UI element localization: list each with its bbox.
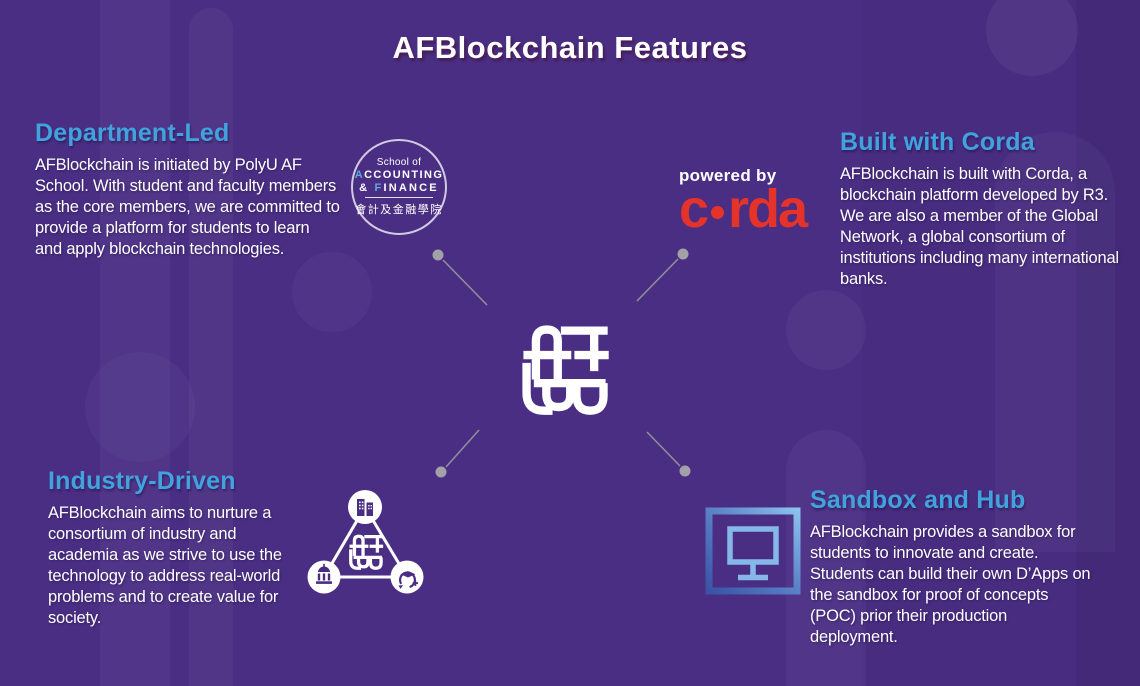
badge-ampersand: & — [359, 182, 375, 194]
badge-letters: CCOUNTING — [364, 169, 444, 181]
corda-letter-c: c — [679, 179, 709, 239]
connector-dot — [435, 466, 447, 478]
corda-dot-icon — [711, 206, 725, 219]
industry-network-diagram — [307, 490, 424, 594]
feature-body: AFBlockchain is built with Corda, a bloc… — [840, 165, 1119, 288]
badge-accent-letter: F — [374, 182, 384, 194]
connector-lines — [432, 248, 691, 478]
connector-dot — [679, 465, 691, 477]
feature-built-with-corda: Built with Corda AFBlockchain is built w… — [840, 128, 1119, 290]
buildings-icon — [357, 499, 373, 516]
af-school-badge: School of ACCOUNTING & FINANCE 會計及金融學院 — [351, 139, 447, 235]
feature-heading: Industry-Driven — [48, 467, 236, 495]
mini-monogram-icon — [347, 534, 385, 570]
feature-sandbox-and-hub: Sandbox and Hub AFBlockchain provides a … — [810, 486, 1091, 648]
sandbox-monitor-icon — [705, 507, 801, 595]
badge-line-accounting: ACCOUNTING — [355, 169, 444, 181]
badge-accent-letter: A — [354, 169, 365, 181]
feature-industry-driven: Industry-Driven AFBlockchain aims to nur… — [48, 467, 282, 629]
industry-node — [348, 490, 382, 524]
feature-heading: Department-Led — [35, 119, 230, 147]
feature-department-led: Department-Led AFBlockchain is initiated… — [35, 119, 340, 260]
feature-heading: Sandbox and Hub — [810, 486, 1026, 514]
badge-line-school-of: School of — [376, 157, 422, 168]
bank-icon — [316, 563, 332, 584]
bg-circle — [292, 252, 372, 332]
page-title: AFBlockchain Features — [392, 30, 748, 65]
feature-body: AFBlockchain provides a sandbox for stud… — [810, 523, 1091, 646]
bg-circle — [786, 290, 866, 370]
badge-line-finance: & FINANCE — [359, 182, 439, 194]
badge-letters: INANCE — [383, 182, 439, 194]
powered-by-label: powered by — [679, 166, 777, 185]
badge-line-chinese: 會計及金融學院 — [355, 204, 443, 216]
bg-circle — [85, 352, 195, 462]
feature-body: AFBlockchain aims to nurture a consortiu… — [48, 504, 282, 627]
feature-heading: Built with Corda — [840, 128, 1035, 156]
feature-body: AFBlockchain is initiated by PolyU AF Sc… — [35, 156, 340, 258]
corda-letters-rda: rda — [728, 179, 808, 239]
connector-dot — [432, 249, 444, 261]
connector-dot — [677, 248, 689, 260]
badge-divider — [365, 197, 433, 198]
